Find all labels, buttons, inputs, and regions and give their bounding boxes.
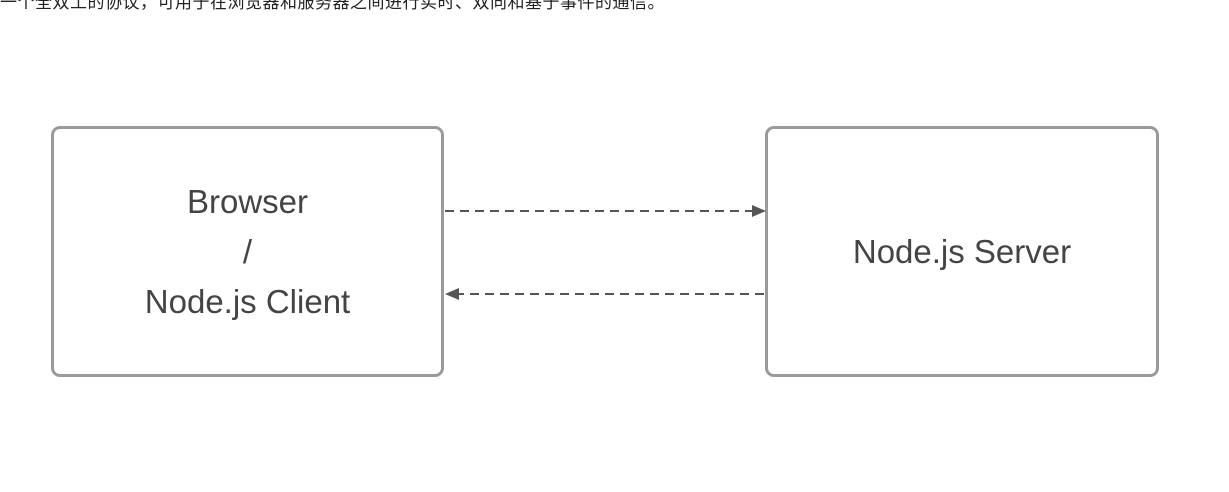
server-box: Node.js Server bbox=[765, 126, 1159, 377]
response-arrowhead-icon bbox=[445, 288, 459, 300]
client-label-browser: Browser bbox=[186, 182, 309, 220]
client-label-node-client: Node.js Client bbox=[144, 282, 351, 320]
client-label-separator: / bbox=[242, 232, 253, 270]
server-label: Node.js Server bbox=[852, 232, 1072, 270]
request-arrowhead-icon bbox=[752, 205, 766, 217]
header-text: 一个全双工的协议，可用于在浏览器和服务器之间进行实时、双向和基于事件的通信。 bbox=[0, 0, 665, 13]
client-box: Browser / Node.js Client bbox=[51, 126, 444, 377]
